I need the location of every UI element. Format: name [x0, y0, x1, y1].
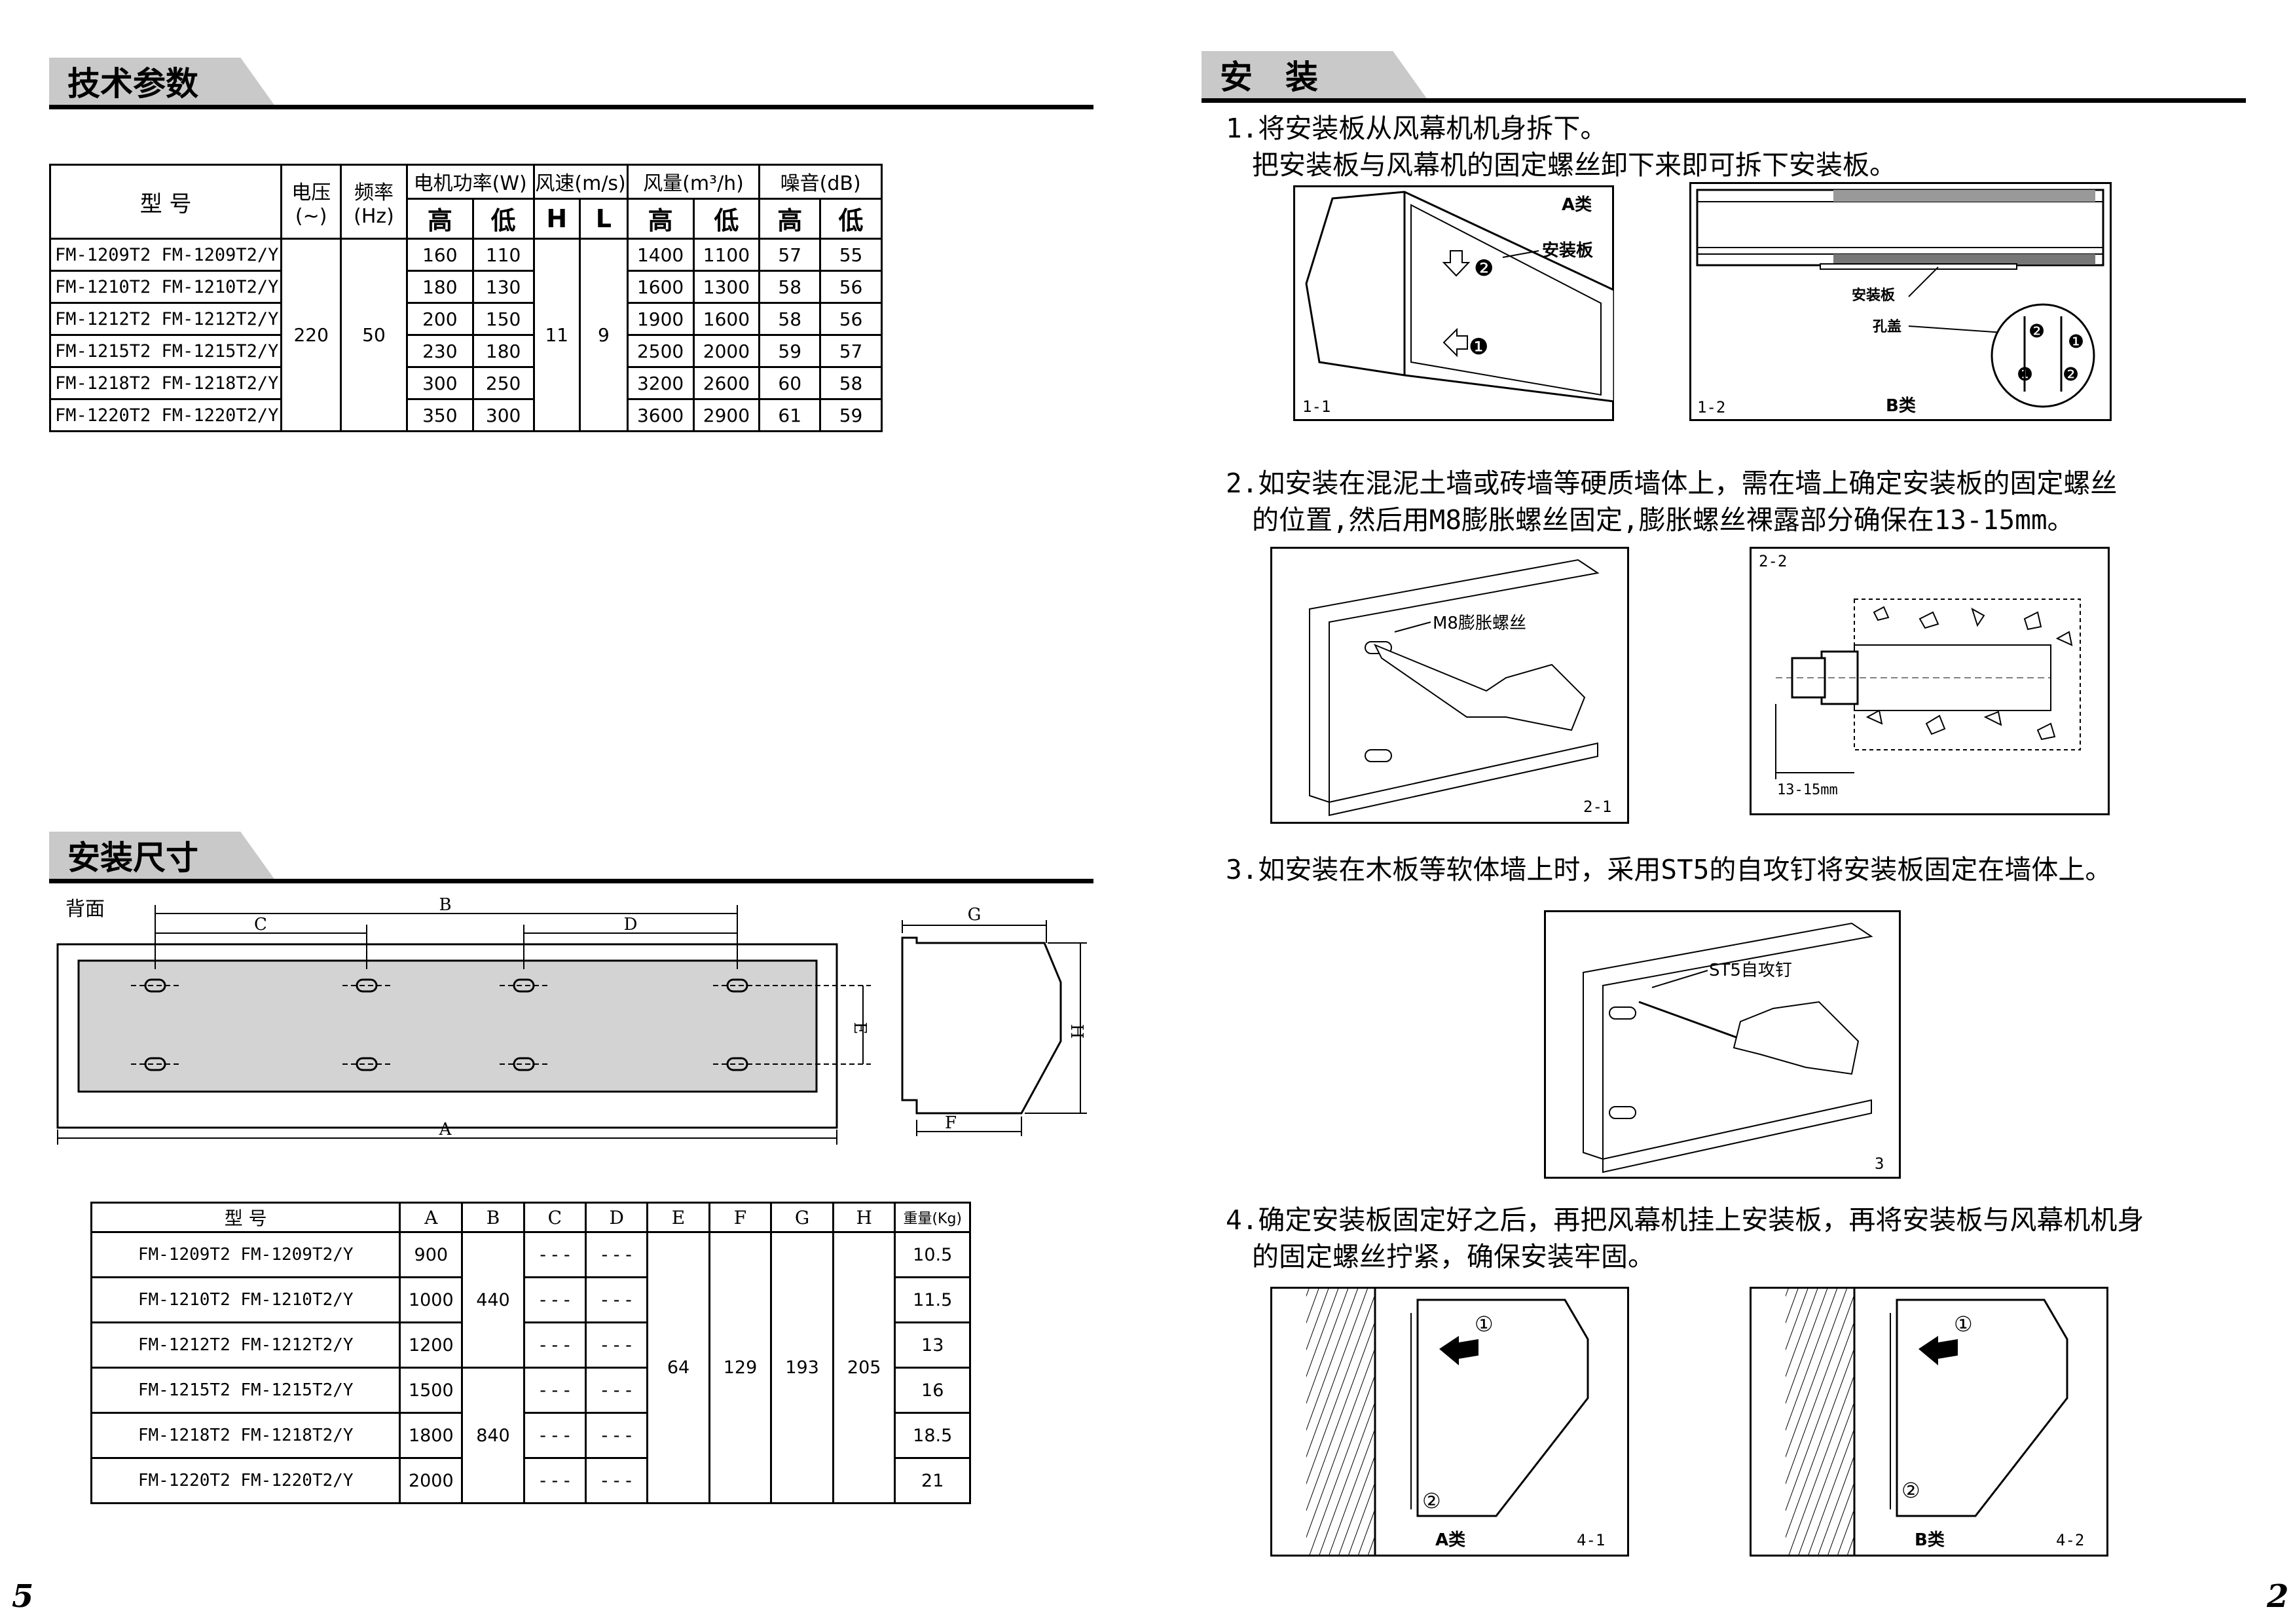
sub-h: H: [532, 197, 581, 240]
dim-label-d: D: [624, 915, 638, 934]
svg-text:❶: ❶: [1469, 334, 1488, 360]
sub-low: 低: [471, 197, 535, 240]
table-row: FM-1212T2 FM-1212T2/Y 200 150 1900 1600 …: [48, 302, 883, 336]
fig-4-1-caption: 4-1: [1577, 1531, 1605, 1549]
fig-1-2-plate-label: 安装板: [1852, 287, 1896, 304]
fig-2-1-caption: 2-1: [1583, 798, 1611, 816]
figure-4-1: ① ② A类 4-1: [1270, 1287, 1629, 1557]
svg-text:②: ②: [1422, 1488, 1441, 1513]
fig-4-2-caption: 4-2: [2056, 1531, 2084, 1549]
header-airflow: 风量(m³/h): [626, 164, 761, 200]
section-rule: [49, 879, 1093, 883]
specs-table: 型 号 电压(~) 频率(Hz) 电机功率(W) 风速(m/s) 风量(m³/h…: [48, 164, 883, 432]
fig-1-2-hole-label: 孔盖: [1873, 318, 1901, 335]
table-row: FM-1218T2 FM-1218T2/Y 300 250 3200 2600 …: [48, 366, 883, 400]
figure-1-1: A类 安装板 ❷ ❶ 1-1: [1293, 185, 1614, 421]
header-model: 型 号: [48, 164, 283, 240]
header-model: 型 号: [90, 1202, 401, 1233]
fig-4-2-type-label: B类: [1915, 1530, 1945, 1550]
figure-4-2: ① ② B类 4-2: [1750, 1287, 2108, 1557]
table-row: FM-1215T2 FM-1215T2/Y 230 180 2500 2000 …: [48, 334, 883, 368]
step-2-text: 2.如安装在混泥土墙或砖墙等硬质墙体上，需在墙上确定安装板的固定螺丝 的位置,然…: [1226, 468, 2118, 536]
st5-screw-label: ST5自攻钉: [1709, 961, 1792, 980]
dim-label-g: G: [968, 905, 982, 925]
svg-text:❷: ❷: [1474, 255, 1494, 282]
svg-text:❶: ❶: [2017, 363, 2033, 385]
sub-low: 低: [692, 197, 761, 240]
sub-high: 高: [405, 197, 474, 240]
dimension-drawing: 背面 B C D E A G H F: [56, 895, 1087, 1145]
fig-1-1-plate-label: 安装板: [1542, 241, 1593, 261]
side-view-outline: [901, 936, 1062, 1115]
wind-h-value: 11: [532, 238, 581, 432]
sub-low: 低: [819, 197, 883, 240]
header-wind-speed: 风速(m/s): [532, 164, 629, 200]
back-label: 背面: [65, 898, 105, 921]
fig-3-caption: 3: [1875, 1154, 1884, 1173]
dimensions-table: 型 号 A B C D E F G H 重量(Kg) FM-1209T2 FM-…: [90, 1202, 971, 1504]
figure-3: ST5自攻钉 3: [1544, 910, 1901, 1179]
frequency-value: 50: [340, 238, 408, 432]
dim-label-a: A: [439, 1120, 452, 1139]
sub-high: 高: [758, 197, 822, 240]
header-frequency: 频率(Hz): [340, 164, 408, 240]
section-title-install: 安 装: [1202, 51, 1429, 102]
svg-text:①: ①: [1475, 1312, 1494, 1337]
section-title-dimensions: 安装尺寸: [49, 832, 277, 883]
page-number-right: 2: [2267, 1578, 2289, 1615]
svg-text:②: ②: [1901, 1478, 1920, 1503]
fig-1-1-caption: 1-1: [1302, 397, 1331, 416]
table-header-row: 型 号 A B C D E F G H 重量(Kg): [90, 1202, 971, 1233]
fig-1-2-caption: 1-2: [1697, 398, 1725, 416]
wind-l-value: 9: [579, 238, 629, 432]
table-row: FM-1218T2 FM-1218T2/Y 1800 - - - - - - 1…: [90, 1412, 971, 1459]
step-3-text: 3.如安装在木板等软体墙上时，采用ST5的自攻钉将安装板固定在墙体上。: [1226, 854, 2112, 885]
m8-bolt-label: M8膨胀螺丝: [1433, 614, 1526, 633]
table-row: FM-1220T2 FM-1220T2/Y 350 300 3600 2900 …: [48, 398, 883, 432]
mounting-plate: [77, 959, 818, 1093]
table-subheader-row: 高 低 H L 高 低 高 低: [50, 197, 883, 240]
table-row: FM-1209T2 FM-1209T2/Y 900 440 - - - - - …: [90, 1231, 971, 1504]
svg-text:❷: ❷: [2063, 363, 2079, 385]
header-weight: 重量(Kg): [894, 1202, 971, 1233]
step-1-text: 1.将安装板从风幕机机身拆下。 把安装板与风幕机的固定螺丝卸下来即可拆下安装板。: [1226, 113, 1896, 181]
step-4-text: 4.确定安装板固定好之后，再把风幕机挂上安装板，再将安装板与风幕机机身 的固定螺…: [1226, 1204, 2144, 1272]
figure-1-2: 安装板 孔盖 ❷ ❶ ❶ ❷ B类 1-2: [1689, 182, 2112, 421]
dim-label-h: H: [1067, 1024, 1086, 1039]
section-rule: [49, 105, 1093, 109]
svg-text:①: ①: [1954, 1312, 1973, 1337]
fig-1-2-type-label: B类: [1886, 396, 1916, 416]
section-rule: [1202, 98, 2246, 103]
svg-text:❷: ❷: [2029, 320, 2045, 342]
dim-label-b: B: [439, 895, 451, 915]
sub-l: L: [579, 197, 629, 240]
dim-label-e: E: [850, 1022, 870, 1035]
figure-2-1: M8膨胀螺丝 2-1: [1270, 547, 1629, 824]
table-row: FM-1210T2 FM-1210T2/Y 180 130 1600 1300 …: [48, 270, 883, 304]
header-voltage: 电压(~): [280, 164, 342, 240]
header-noise: 噪音(dB): [758, 164, 883, 200]
voltage-value: 220: [280, 238, 342, 432]
fig-2-2-caption: 2-2: [1759, 552, 1787, 570]
fig-1-1-type-label: A类: [1562, 195, 1592, 215]
table-row: FM-1210T2 FM-1210T2/Y 1000 - - - - - - 1…: [90, 1276, 971, 1323]
table-row: FM-1212T2 FM-1212T2/Y 1200 - - - - - - 1…: [90, 1321, 971, 1369]
dim-label-c: C: [254, 915, 267, 934]
header-power: 电机功率(W): [405, 164, 535, 200]
page-number-left: 5: [12, 1578, 34, 1615]
svg-text:❶: ❶: [2068, 331, 2084, 352]
figure-2-2: 13-15mm 2-2: [1750, 547, 2110, 815]
sub-high: 高: [626, 197, 695, 240]
table-row: FM-1209T2 FM-1209T2/Y 220 50 160 110 11 …: [48, 238, 883, 432]
table-header-row: 型 号 电压(~) 频率(Hz) 电机功率(W) 风速(m/s) 风量(m³/h…: [48, 164, 883, 240]
table-row: FM-1220T2 FM-1220T2/Y 2000 - - - - - - 2…: [90, 1457, 971, 1504]
table-row: FM-1215T2 FM-1215T2/Y 1500 840 - - - - -…: [90, 1367, 971, 1504]
fig-4-1-type-label: A类: [1435, 1530, 1465, 1550]
dim-label-f: F: [945, 1113, 957, 1133]
section-title-specs: 技术参数: [49, 58, 277, 109]
exposed-length-label: 13-15mm: [1777, 782, 1838, 798]
